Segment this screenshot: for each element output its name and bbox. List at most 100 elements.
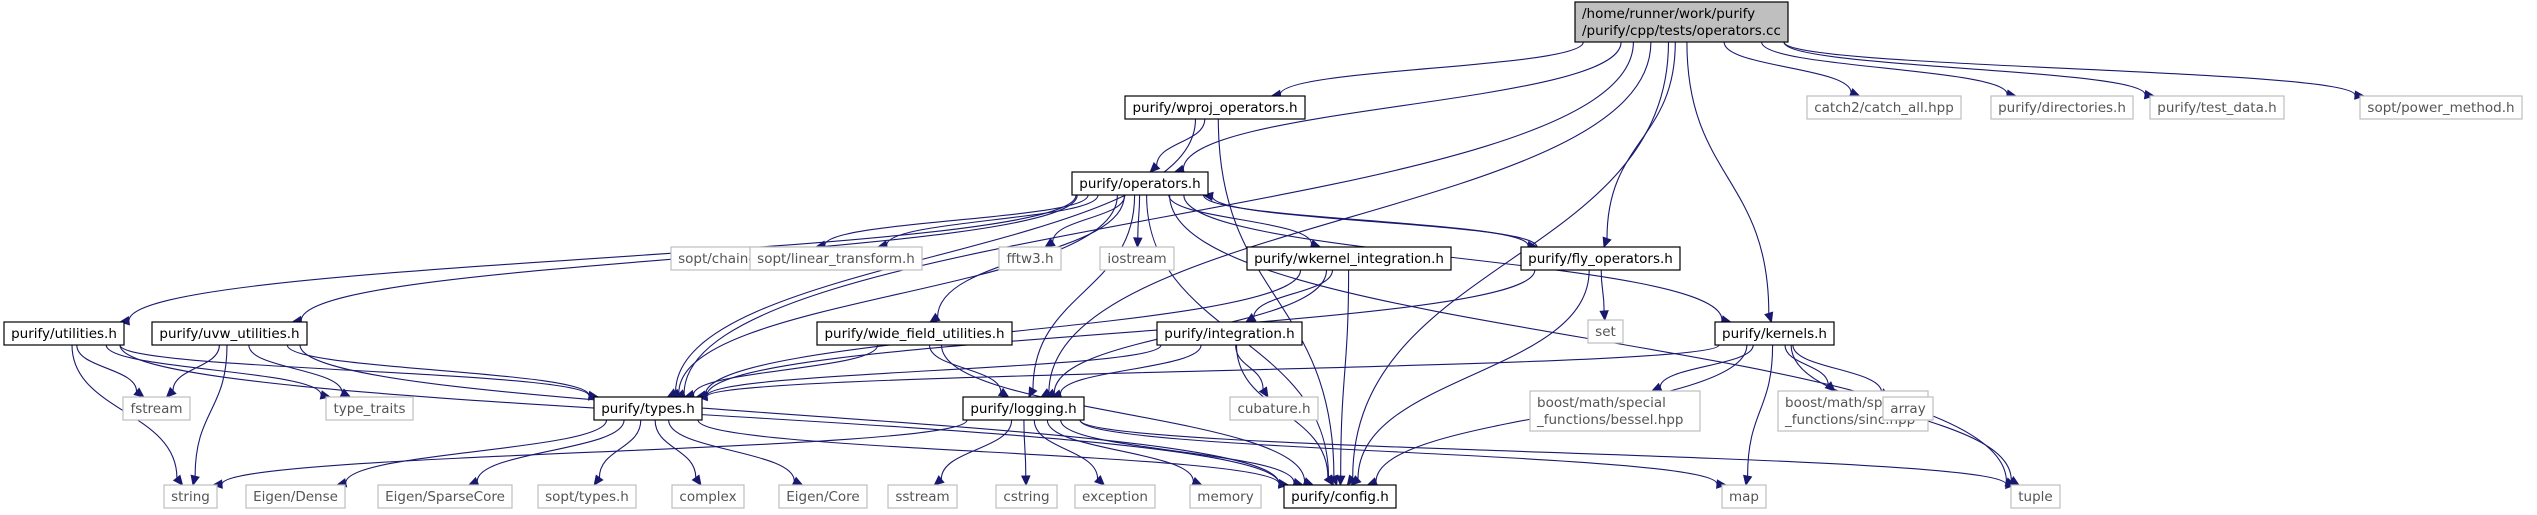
node-types[interactable]: purify/types.h xyxy=(593,396,703,421)
edge-uvw-to-string xyxy=(190,344,228,487)
node-label: purify/test_data.h xyxy=(2157,100,2276,116)
edge-arrowhead xyxy=(2005,479,2017,490)
node-memory: memory xyxy=(1189,484,1262,509)
node-integration[interactable]: purify/integration.h xyxy=(1156,321,1303,346)
edge-types-to-complex xyxy=(654,419,702,487)
edge-arrowhead xyxy=(1244,312,1257,323)
node-label: purify/logging.h xyxy=(970,401,1076,417)
node-label: /purify/cpp/tests/operators.cc xyxy=(1582,23,1781,39)
node-wproj[interactable]: purify/wproj_operators.h xyxy=(1124,95,1306,120)
edge-line xyxy=(940,419,1013,480)
node-type-traits: type_traits xyxy=(325,396,414,421)
node-box xyxy=(778,484,868,509)
node-label: fstream xyxy=(130,401,182,417)
node-label: memory xyxy=(1197,489,1253,505)
edge-arrowhead xyxy=(2354,90,2366,100)
edge-wproj-to-operators xyxy=(1149,118,1206,173)
edge-line xyxy=(706,344,1720,397)
edge-root-to-config xyxy=(1346,41,1670,486)
node-eigen-dense: Eigen/Dense xyxy=(245,484,346,509)
node-label: iostream xyxy=(1107,251,1166,267)
node-label: set xyxy=(1595,324,1616,340)
edge-line xyxy=(1183,194,1723,321)
edge-line xyxy=(1783,41,2356,96)
edge-wkernel-to-integration xyxy=(1244,269,1334,323)
edge-line xyxy=(1211,196,1538,248)
edge-line xyxy=(194,344,228,477)
edge-line xyxy=(1156,118,1206,166)
node-box xyxy=(593,396,703,421)
node-box xyxy=(151,321,308,346)
node-label: _functions/bessel.hpp xyxy=(1536,412,1683,428)
edge-line xyxy=(683,41,1634,394)
node-box xyxy=(1529,390,1701,432)
edge-line xyxy=(598,419,642,478)
node-box xyxy=(325,396,414,421)
node-box xyxy=(1156,321,1303,346)
node-fly[interactable]: purify/fly_operators.h xyxy=(1520,246,1681,271)
edge-arrowhead xyxy=(929,312,941,323)
node-utilities[interactable]: purify/utilities.h xyxy=(3,321,125,346)
node-tuple: tuple xyxy=(2010,484,2061,509)
node-label: purify/uvw_utilities.h xyxy=(159,326,299,342)
node-label: Eigen/SparseCore xyxy=(385,489,505,505)
edge-line xyxy=(172,344,220,391)
node-label: map xyxy=(1729,489,1759,505)
node-operators[interactable]: purify/operators.h xyxy=(1071,171,1209,196)
node-exception: exception xyxy=(1074,484,1156,509)
edge-line xyxy=(1046,419,1194,482)
edge-fly-to-set xyxy=(1599,269,1609,322)
node-box xyxy=(1283,484,1397,509)
edge-line xyxy=(824,194,1089,246)
node-cstring: cstring xyxy=(995,484,1058,509)
node-label: Eigen/Core xyxy=(786,489,860,505)
node-uvw[interactable]: purify/uvw_utilities.h xyxy=(151,321,308,346)
edge-arrowhead xyxy=(1094,474,1106,486)
node-box xyxy=(1246,246,1452,271)
node-label: purify/wproj_operators.h xyxy=(1132,100,1297,116)
edge-line xyxy=(128,194,1077,321)
node-complex: complex xyxy=(671,484,745,509)
edge-line xyxy=(1168,194,1313,245)
node-box xyxy=(2149,95,2285,120)
edge-logging-to-tuple xyxy=(1079,419,2017,490)
node-box xyxy=(2359,95,2523,120)
edge-line xyxy=(1761,41,2008,95)
node-kernels[interactable]: purify/kernels.h xyxy=(1714,321,1835,346)
edge-logging-to-string xyxy=(211,419,968,489)
node-iostream: iostream xyxy=(1099,246,1175,271)
node-eigen-core: Eigen/Core xyxy=(778,484,868,509)
edge-logging-to-exception xyxy=(1033,419,1106,486)
edge-operators-to-linear xyxy=(876,194,1099,250)
edge-arrowhead xyxy=(1149,162,1161,173)
node-wkernel[interactable]: purify/wkernel_integration.h xyxy=(1246,246,1452,271)
node-widefield[interactable]: purify/wide_field_utilities.h xyxy=(816,321,1013,346)
node-map: map xyxy=(1721,484,1767,509)
edge-arrowhead xyxy=(1044,237,1056,248)
edge-operators-to-utilities xyxy=(118,194,1077,326)
node-label: purify/utilities.h xyxy=(11,326,117,342)
edge-line xyxy=(1352,41,1670,478)
edge-arrowhead xyxy=(190,474,200,487)
node-label: purify/operators.h xyxy=(1079,176,1200,192)
node-config[interactable]: purify/config.h xyxy=(1283,484,1397,509)
edge-operators-to-wkernel xyxy=(1168,194,1322,249)
edge-widefield-to-logging xyxy=(928,344,1010,398)
node-root[interactable]: /home/runner/work/purify/purify/cpp/test… xyxy=(1574,1,1789,43)
edge-line xyxy=(1784,344,1829,385)
node-box xyxy=(998,246,1062,271)
edge-types-to-eigen-core xyxy=(668,419,804,486)
edge-kernels-to-map xyxy=(1743,344,1774,487)
node-box xyxy=(2010,484,2061,509)
edge-root-to-catch2 xyxy=(1723,41,1861,97)
node-label: exception xyxy=(1082,489,1148,505)
edge-types-to-config xyxy=(697,419,1290,489)
node-logging[interactable]: purify/logging.h xyxy=(962,396,1085,421)
edge-line xyxy=(692,344,879,395)
edge-operators-to-types xyxy=(669,194,1118,398)
edge-utilities-to-config xyxy=(119,344,1290,489)
edge-arrowhead xyxy=(1350,475,1362,486)
edge-line xyxy=(1792,344,1883,393)
node-box xyxy=(3,321,125,346)
